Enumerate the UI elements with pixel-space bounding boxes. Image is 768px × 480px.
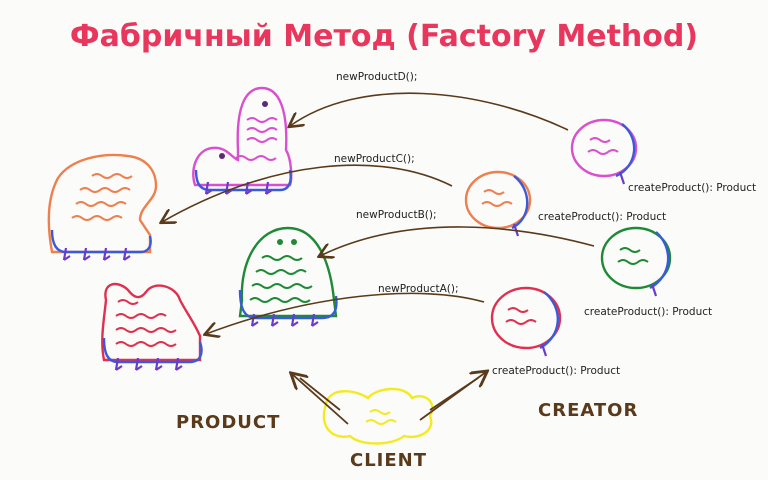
call-label-a: newProductA(); <box>378 283 458 295</box>
call-label-d: newProductD(); <box>336 71 417 83</box>
client-to-creator-arrow-2 <box>429 377 479 411</box>
arrow-create-a <box>206 292 485 334</box>
client-label: CLIENT <box>350 450 427 471</box>
product-b-icon <box>238 226 338 327</box>
creator-b-icon <box>600 226 672 297</box>
creator-method-b: createProduct(): Product <box>584 306 712 318</box>
creator-method-d: createProduct(): Product <box>628 182 756 194</box>
diagram-title: Фабричный Метод (Factory Method) <box>70 19 698 54</box>
arrow-create-b <box>320 226 595 256</box>
creator-a-icon <box>490 286 562 357</box>
creator-c-icon <box>464 170 532 237</box>
client-icon <box>322 387 434 445</box>
creator-d-icon <box>570 118 638 185</box>
product-c-icon <box>47 153 158 261</box>
call-label-c: newProductC(); <box>334 153 415 165</box>
creator-method-c: createProduct(): Product <box>538 211 666 223</box>
creator-label: CREATOR <box>538 400 638 421</box>
client-to-product-arrow-2 <box>299 377 341 411</box>
creator-method-a: createProduct(): Product <box>492 365 620 377</box>
call-label-b: newProductB(); <box>356 209 437 221</box>
product-a-icon <box>101 282 203 371</box>
product-label: PRODUCT <box>176 412 280 433</box>
product-d-icon <box>192 86 293 195</box>
arrow-create-c <box>162 164 453 222</box>
arrow-create-d <box>290 92 569 131</box>
client-to-product-arrow-1 <box>292 374 349 425</box>
